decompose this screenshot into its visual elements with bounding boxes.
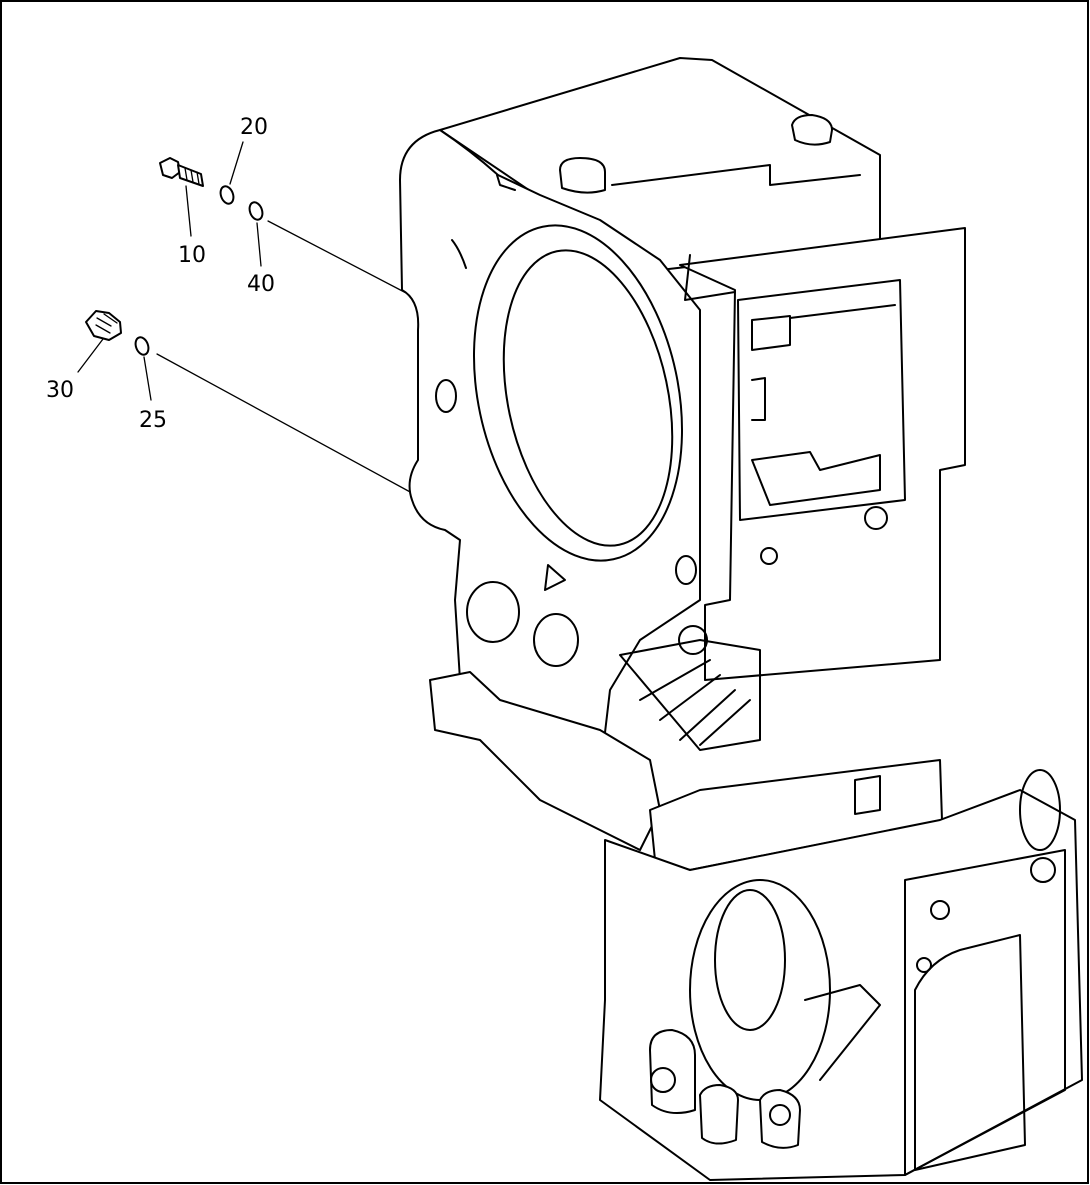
part-25-seal-ring [134,336,150,356]
leader-lines [77,141,413,494]
callout-25: 25 [139,408,167,433]
callout-30: 30 [46,378,74,403]
part-40-o-ring [248,201,264,221]
part-30-plug [85,310,122,341]
callout-40: 40 [247,272,275,297]
callout-20: 20 [240,115,268,140]
part-10-bolt [159,157,204,187]
transmission-case [399,57,1083,1181]
callout-10: 10 [178,243,206,268]
part-20-washer [219,185,235,205]
